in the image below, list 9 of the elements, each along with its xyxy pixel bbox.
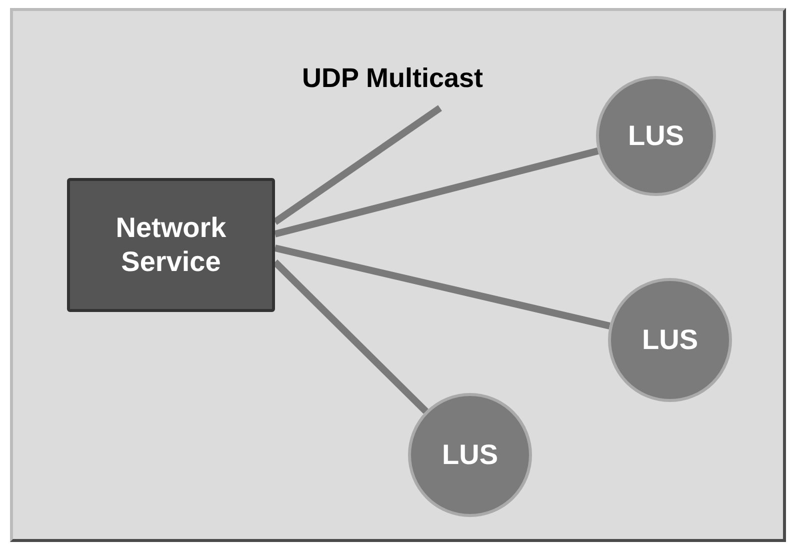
node-label: LUS [442,438,498,472]
node-label: Network Service [114,211,228,279]
node-label: LUS [642,323,698,357]
edge-label: UDP Multicast [302,62,484,95]
connector-line [274,244,610,330]
connector-line [272,260,428,414]
service-box [67,178,275,312]
node-label: LUS [628,119,684,153]
connector-line [273,105,442,225]
